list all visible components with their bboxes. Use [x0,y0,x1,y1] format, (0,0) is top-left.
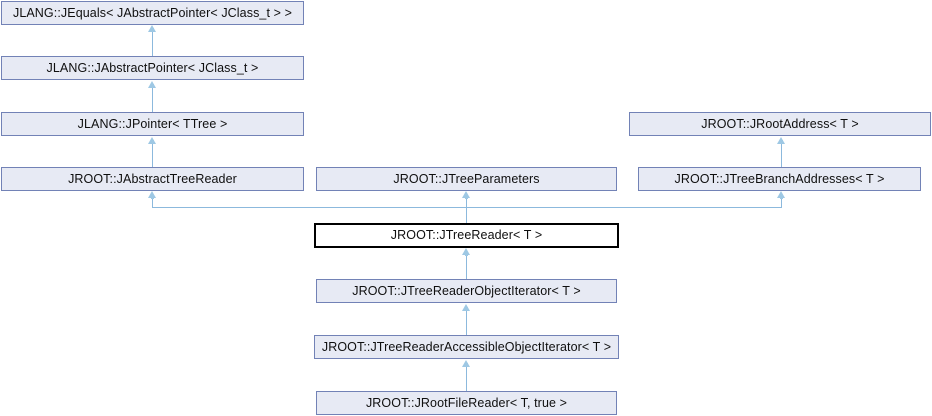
class-node-jabstracttreereader[interactable]: JROOT::JAbstractTreeReader [1,167,304,191]
class-node-jequals[interactable]: JLANG::JEquals< JAbstractPointer< JClass… [1,1,304,25]
edge-jtreereaderaccessibleobjectiterator-to-jtreereaderobjectiterator [466,311,467,335]
class-node-jrootaddress[interactable]: JROOT::JRootAddress< T > [629,112,931,136]
edge-jpointer-to-jabstractpointer [152,88,153,112]
class-node-label: JROOT::JRootFileReader< T, true > [365,395,568,410]
class-node-label: JLANG::JPointer< TTree > [77,116,228,131]
edge-jtreereaderobjectiterator-to-jtreereader [466,255,467,279]
edge-jabstractpointer-to-jequals [152,32,153,56]
edge-riser-jtreeparameters [466,198,467,223]
class-node-label: JROOT::JTreeParameters [393,171,540,186]
class-node-jtreereaderaccessibleobjectiterator[interactable]: JROOT::JTreeReaderAccessibleObjectIterat… [314,335,619,359]
arrow-jtreereader-to-jtreebranchaddresses [777,191,785,198]
edge-jrootfilereader-to-jtreereaderaccessibleobjectiterator [466,367,467,391]
arrow-jtreereaderaccessibleobjectiterator-to-jtreereaderobjectiterator [462,304,470,311]
class-node-jpointer[interactable]: JLANG::JPointer< TTree > [1,112,304,136]
class-node-jtreeparameters[interactable]: JROOT::JTreeParameters [316,167,617,191]
arrow-jtreereader-to-jabstracttreereader [148,191,156,198]
class-node-label: JROOT::JTreeBranchAddresses< T > [674,171,885,186]
class-node-jrootfilereader[interactable]: JROOT::JRootFileReader< T, true > [316,391,617,415]
class-node-jtreereaderobjectiterator[interactable]: JROOT::JTreeReaderObjectIterator< T > [316,279,617,303]
class-node-label: JROOT::JTreeReaderObjectIterator< T > [352,283,581,298]
edge-bus-jtreereader-parents [152,207,782,208]
class-node-jtreereader-current[interactable]: JROOT::JTreeReader< T > [314,223,619,248]
class-node-label: JROOT::JRootAddress< T > [701,116,859,131]
class-node-label: JLANG::JEquals< JAbstractPointer< JClass… [12,5,293,20]
class-node-jtreebranchaddresses[interactable]: JROOT::JTreeBranchAddresses< T > [638,167,921,191]
arrow-jabstracttreereader-to-jpointer [148,137,156,144]
edge-jtreebranchaddresses-to-jrootaddress [781,144,782,167]
edge-jabstracttreereader-to-jpointer [152,144,153,167]
arrow-jrootfilereader-to-jtreereaderaccessibleobjectiterator [462,360,470,367]
class-node-label: JLANG::JAbstractPointer< JClass_t > [46,60,259,75]
class-node-label: JROOT::JTreeReaderAccessibleObjectIterat… [321,339,612,354]
arrow-jtreebranchaddresses-to-jrootaddress [777,137,785,144]
arrow-jtreereader-to-jtreeparameters [462,191,470,198]
arrow-jtreereaderobjectiterator-to-jtreereader [462,248,470,255]
edge-riser-jabstracttreereader [152,198,153,207]
class-node-label: JROOT::JTreeReader< T > [390,228,543,243]
arrow-jabstractpointer-to-jequals [148,25,156,32]
class-node-jabstractpointer[interactable]: JLANG::JAbstractPointer< JClass_t > [1,56,304,80]
class-node-label: JROOT::JAbstractTreeReader [68,171,237,186]
arrow-jpointer-to-jabstractpointer [148,81,156,88]
edge-riser-jtreebranchaddresses [781,198,782,207]
